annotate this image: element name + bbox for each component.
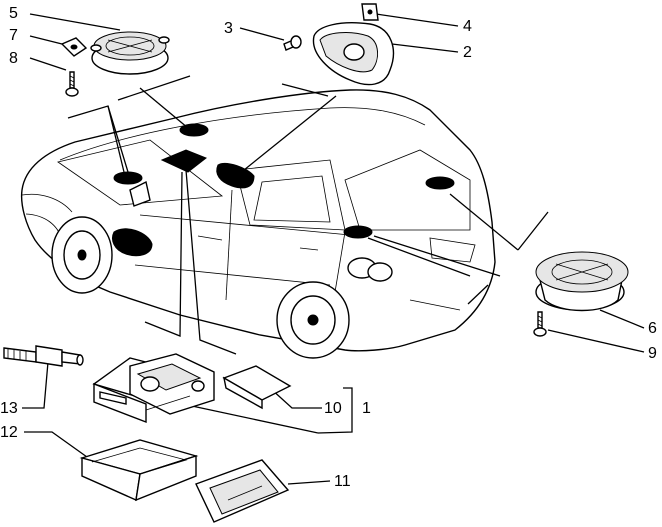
callout-6: 6 bbox=[648, 320, 657, 337]
callout-1: 1 bbox=[362, 400, 371, 417]
part-antenna bbox=[3, 345, 84, 367]
callout-5: 5 bbox=[9, 5, 18, 22]
speaker-mount-rear-shelf-right bbox=[425, 176, 455, 190]
callout-12: 12 bbox=[0, 424, 18, 441]
car-illustration bbox=[20, 89, 496, 359]
speaker-mount-door-front bbox=[112, 228, 153, 257]
callout-labels: 5 7 8 3 4 2 6 9 13 10 1 12 11 bbox=[0, 5, 657, 490]
callout-8: 8 bbox=[9, 50, 18, 67]
rear-wheel bbox=[276, 281, 350, 359]
callout-11: 11 bbox=[334, 473, 351, 490]
callout-4: 4 bbox=[463, 18, 472, 35]
part-screw-rear bbox=[533, 311, 547, 337]
callout-9: 9 bbox=[648, 345, 657, 362]
speaker-mount-rear-shelf-left bbox=[343, 225, 373, 239]
part-screw-front bbox=[65, 71, 79, 97]
part-housing-frame bbox=[79, 439, 199, 502]
part-radio-cover bbox=[222, 365, 292, 410]
front-wheel bbox=[51, 216, 113, 294]
part-speaker-rear bbox=[535, 251, 629, 312]
radio-mount-dash bbox=[160, 149, 207, 173]
callout-2: 2 bbox=[463, 44, 472, 61]
callout-13: 13 bbox=[0, 400, 18, 417]
leader-lines bbox=[22, 13, 645, 485]
speaker-mount-dash-left bbox=[113, 171, 143, 185]
part-screw-tweeter bbox=[283, 35, 302, 51]
part-clip bbox=[60, 37, 88, 57]
speaker-mount-dash-right bbox=[179, 123, 209, 137]
part-speaker-front bbox=[90, 31, 170, 75]
part-bezel bbox=[195, 459, 290, 523]
part-tweeter-clip bbox=[361, 3, 379, 21]
callout-7: 7 bbox=[9, 27, 18, 44]
part-tweeter bbox=[312, 22, 394, 86]
part-radio-unit bbox=[92, 353, 215, 424]
callout-10: 10 bbox=[324, 400, 342, 417]
callout-3: 3 bbox=[224, 20, 233, 37]
